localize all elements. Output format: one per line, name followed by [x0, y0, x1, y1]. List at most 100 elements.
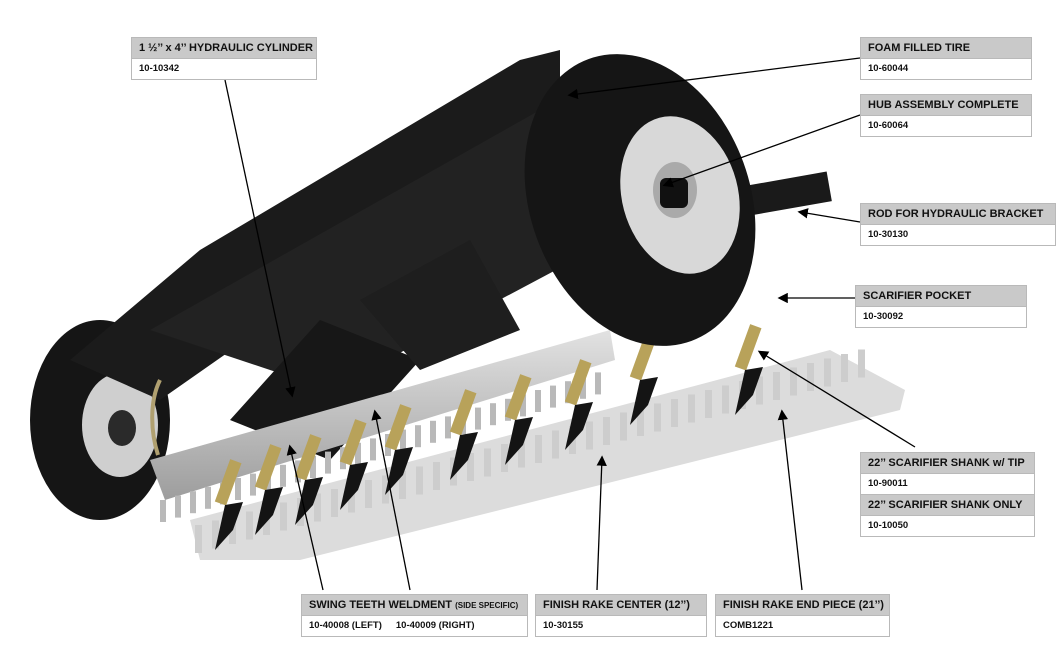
comb-tooth [484, 448, 491, 477]
swing-tooth [370, 438, 376, 461]
label-title: FINISH RAKE CENTER (12’’) [536, 595, 706, 616]
label-scarifier-shank: 22’’ SCARIFIER SHANK w/ TIP 10-90011 22’… [860, 452, 1035, 537]
swing-tooth [160, 500, 166, 522]
comb-tooth [246, 511, 253, 540]
swing-tooth [550, 385, 556, 408]
scarifier-shank [384, 404, 413, 495]
comb-tooth [348, 484, 355, 513]
label-title: 22’’ SCARIFIER SHANK w/ TIP [861, 453, 1034, 474]
part-number: 10-90011 [868, 478, 908, 489]
swing-tooth [205, 486, 211, 509]
swing-tooth [445, 416, 451, 439]
swing-tooth [250, 473, 256, 496]
swing-tooth [535, 390, 541, 412]
comb-tooth [535, 435, 542, 463]
comb-tooth [382, 475, 389, 504]
label-title-note: (SIDE SPECIFIC) [455, 601, 519, 610]
swing-tooth [400, 429, 406, 452]
comb-tooth [280, 502, 287, 531]
label-finish-rake-end-piece: FINISH RAKE END PIECE (21’’) COMB1221 [715, 594, 890, 637]
comb-tooth [586, 421, 593, 450]
comb-tooth [705, 390, 712, 418]
label-title: FINISH RAKE END PIECE (21’’) [716, 595, 889, 616]
part-number: COMB1221 [723, 620, 774, 631]
comb-tooth [654, 403, 661, 432]
label-title: SCARIFIER POCKET [856, 286, 1026, 307]
label-title: FOAM FILLED TIRE [861, 38, 1031, 59]
label-rod-hydraulic-bracket: ROD FOR HYDRAULIC BRACKET 10-30130 [860, 203, 1056, 246]
part-number-left: 10-40008 (LEFT) [309, 620, 382, 631]
label-hydraulic-cylinder: 1 ½’’ x 4’’ HYDRAULIC CYLINDER 10-10342 [131, 37, 317, 80]
swing-tooth [325, 451, 331, 474]
swing-tooth [175, 495, 181, 518]
part-number: 10-30092 [863, 311, 904, 322]
scarifier-shank [629, 334, 658, 425]
swing-tooth [415, 425, 421, 448]
hydraulic-hose-icon [150, 379, 162, 456]
comb-tooth [773, 372, 780, 400]
comb-tooth [195, 525, 202, 553]
comb-tooth [756, 376, 763, 405]
label-title: ROD FOR HYDRAULIC BRACKET [861, 204, 1055, 225]
comb-tooth [365, 480, 372, 508]
comb-tooth [314, 493, 321, 522]
comb-tooth [518, 439, 525, 468]
part-numbers: 10-40008 (LEFT) 10-40009 (RIGHT) [302, 616, 527, 636]
scarifier-shank [564, 359, 593, 450]
label-title: HUB ASSEMBLY COMPLETE [861, 95, 1031, 116]
swing-tooth [430, 420, 436, 443]
label-foam-filled-tire: FOAM FILLED TIRE 10-60044 [860, 37, 1032, 80]
swing-tooth [595, 372, 601, 395]
comb-tooth [671, 399, 678, 427]
comb-tooth [331, 489, 338, 517]
label-title: SWING TEETH WELDMENT (SIDE SPECIFIC) [302, 595, 527, 616]
swing-tooth [280, 464, 286, 487]
part-number: 10-10342 [139, 63, 180, 74]
part-number: 10-30130 [868, 229, 909, 240]
comb-tooth [620, 412, 627, 441]
swing-tooth [565, 381, 571, 404]
scarifier-shanks [214, 324, 763, 550]
label-hub-assembly: HUB ASSEMBLY COMPLETE 10-60064 [860, 94, 1032, 137]
swing-tooth [475, 407, 481, 430]
swing-tooth [355, 442, 361, 465]
comb-tooth [501, 444, 508, 472]
comb-tooth [841, 354, 848, 382]
comb-tooth [824, 358, 831, 387]
comb-tooth [467, 453, 474, 481]
leader-lines [224, 57, 916, 591]
comb-tooth [399, 471, 406, 499]
comb-tooth [858, 349, 865, 378]
swing-tooth [520, 394, 526, 417]
swing-tooth [490, 403, 496, 426]
comb-tooth [790, 367, 797, 396]
comb-tooth [552, 430, 559, 459]
comb-tooth [722, 385, 729, 414]
label-title-secondary: 22’’ SCARIFIER SHANK ONLY [861, 494, 1034, 516]
label-swing-teeth-weldment: SWING TEETH WELDMENT (SIDE SPECIFIC) 10-… [301, 594, 528, 637]
part-number: 10-30155 [543, 620, 584, 631]
comb-tooth [416, 466, 423, 495]
scarifier-shank [254, 444, 283, 535]
part-number-right: 10-40009 (RIGHT) [395, 620, 475, 631]
finish-rake-comb [190, 349, 905, 560]
comb-tooth [212, 520, 219, 549]
comb-tooth [603, 417, 610, 445]
scarifier-shank [214, 459, 243, 550]
scarifier-shank [449, 389, 478, 480]
comb-tooth [433, 462, 440, 490]
swing-tooth [235, 478, 241, 500]
scarifier-shank [504, 374, 533, 465]
part-number: 10-60064 [868, 120, 909, 131]
comb-tooth [807, 363, 814, 391]
foam-filled-tire [524, 54, 756, 346]
label-title: 1 ½’’ x 4’’ HYDRAULIC CYLINDER [132, 38, 316, 59]
swing-tooth [580, 376, 586, 399]
swing-tooth [190, 491, 196, 514]
comb-tooth [688, 394, 695, 423]
swing-tooth [310, 456, 316, 478]
part-number-secondary: 10-10050 [868, 520, 909, 531]
scarifier-shank [294, 434, 323, 525]
part-number: 10-60044 [868, 63, 909, 74]
